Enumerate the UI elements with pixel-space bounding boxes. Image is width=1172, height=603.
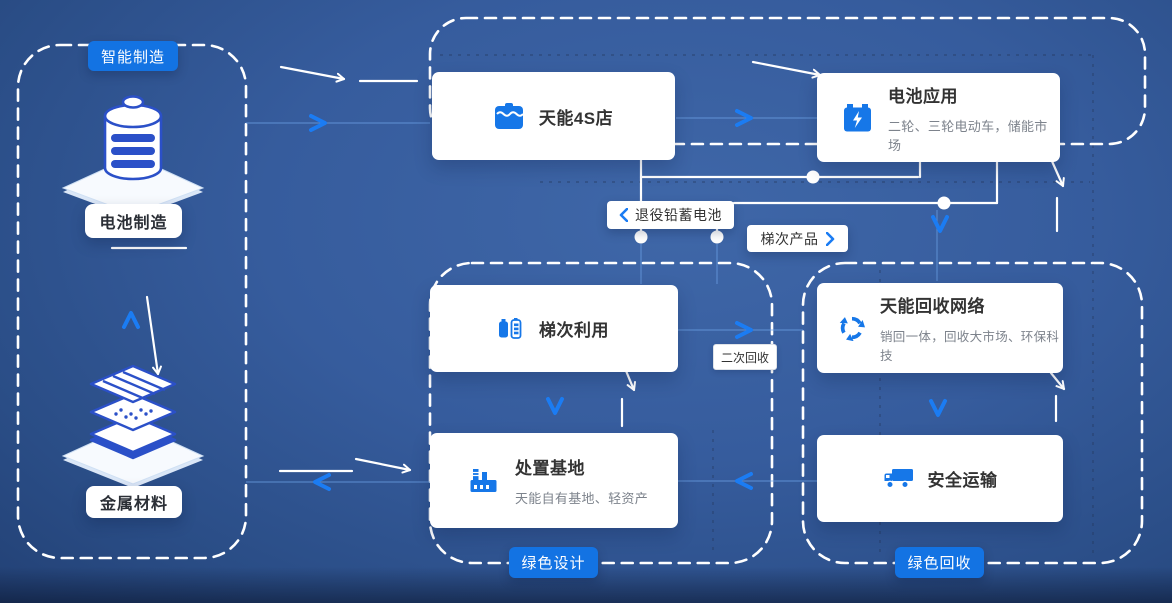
chevron-left-icon [619, 208, 628, 222]
disposal-base-subtitle: 天能自有基地、轻资产 [515, 491, 649, 506]
cascade-use-card: 梯次利用 [430, 285, 678, 372]
green-design-badge: 绿色设计 [509, 547, 598, 578]
safe-transport-title: 安全运输 [927, 471, 998, 490]
smart-manufacture-badge: 智能制造 [88, 41, 178, 71]
retired-battery-text: 退役铅蓄电池 [635, 207, 722, 223]
cascade-battery-icon [499, 318, 523, 339]
safe-transport-card: 安全运输 [817, 435, 1063, 522]
recycle-network-card: 天能回收网络 销回一体，回收大市场、环保科技 [817, 283, 1063, 373]
chevron-right-icon [735, 109, 753, 127]
recycle-network-subtitle: 销回一体，回收大市场、环保科技 [880, 330, 1060, 363]
recycle-icon [839, 315, 865, 341]
cascade-use-title: 梯次利用 [539, 321, 609, 340]
chevron-down-icon [546, 397, 564, 415]
green-recycle-badge: 绿色回收 [895, 547, 984, 578]
smart-manufacture-badge-label: 智能制造 [100, 48, 165, 66]
retired-battery-pill: 退役铅蓄电池 [607, 201, 734, 229]
battery-application-card: 电池应用 二轮、三轮电动车，储能市场 [817, 73, 1060, 162]
metal-materials-icon [58, 350, 208, 490]
battery-application-subtitle: 二轮、三轮电动车，储能市场 [888, 118, 1048, 153]
battery-manufacture-text: 电池制造 [99, 215, 168, 232]
chevron-right-icon [825, 231, 834, 246]
cascade-product-text: 梯次产品 [760, 230, 819, 247]
battery-application-title: 电池应用 [888, 86, 958, 106]
battery-application-icon [844, 103, 871, 132]
secondary-recycle-pill: 二次回收 [713, 344, 777, 370]
chevron-down-icon [929, 399, 947, 417]
store-icon [494, 102, 524, 130]
green-recycle-badge-label: 绿色回收 [907, 555, 972, 572]
metal-materials-label: 金属材料 [86, 486, 182, 518]
chevron-down-icon [931, 215, 949, 233]
recycle-network-title: 天能回收网络 [880, 297, 985, 316]
chevron-left-icon [735, 472, 753, 490]
chevron-right-icon [309, 114, 327, 132]
battery-manufacture-label: 电池制造 [85, 204, 182, 238]
cascade-product-pill: 梯次产品 [747, 225, 848, 252]
truck-icon [883, 468, 913, 489]
store-card-title: 天能4S店 [538, 108, 614, 128]
disposal-base-card: 处置基地 天能自有基地、轻资产 [430, 433, 678, 528]
chevron-right-icon [735, 321, 753, 339]
disposal-factory-icon [470, 468, 497, 493]
metal-materials-text: 金属材料 [99, 496, 168, 513]
battery-manufacture-icon [58, 86, 208, 218]
disposal-base-title: 处置基地 [515, 459, 585, 478]
chevron-left-icon [313, 473, 331, 491]
green-design-badge-label: 绿色设计 [521, 555, 586, 572]
secondary-recycle-text: 二次回收 [720, 350, 769, 365]
chevron-up-icon [122, 311, 140, 329]
store-card: 天能4S店 [432, 72, 675, 160]
